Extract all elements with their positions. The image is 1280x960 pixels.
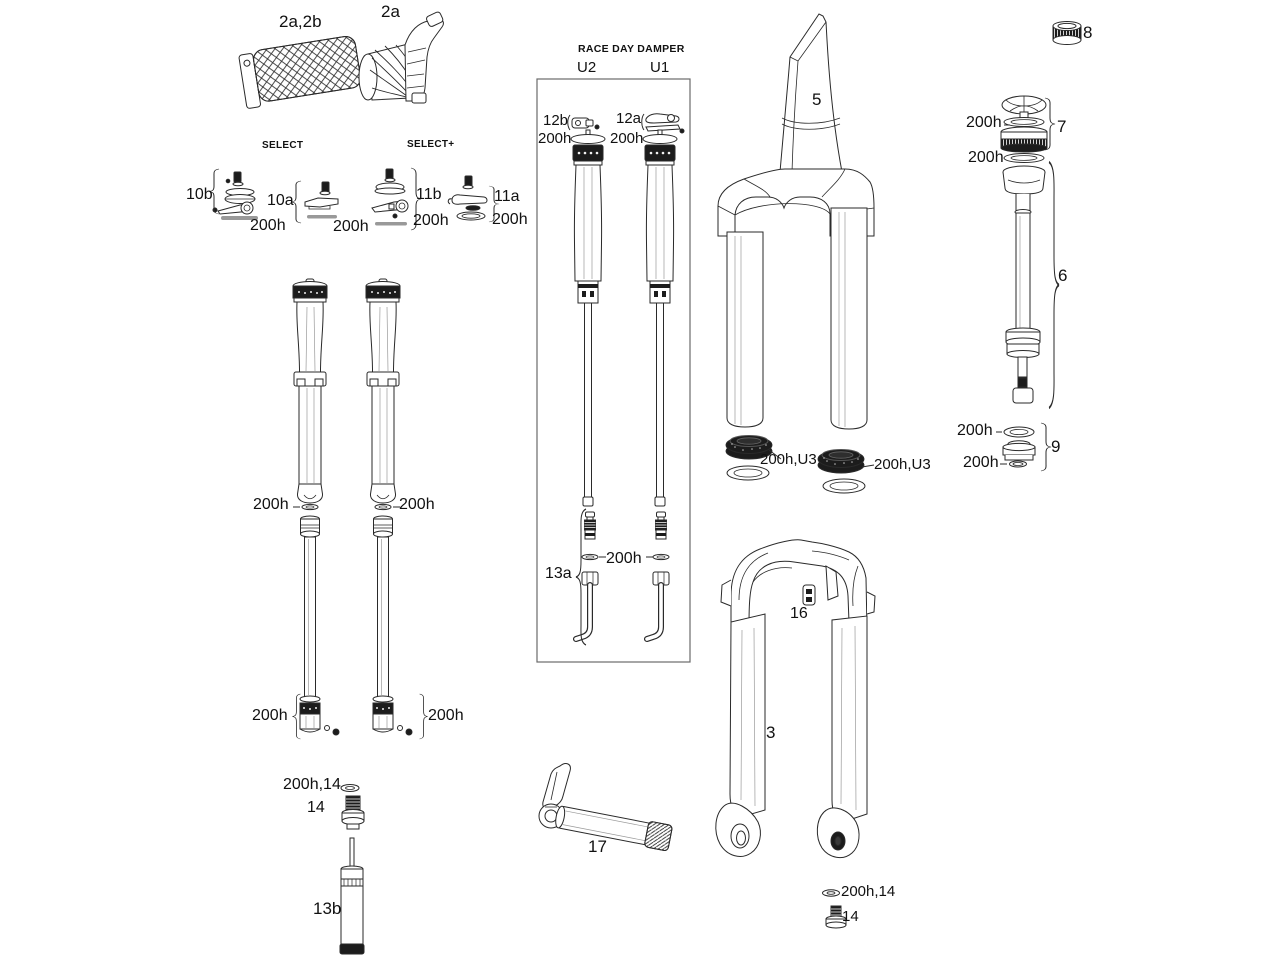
label-12b-service: 200h	[538, 130, 572, 147]
label-13a: 13a	[545, 565, 572, 582]
label-bolt-14-right: 14	[842, 908, 859, 925]
grip-2a2b-illustration	[238, 36, 362, 109]
air-shaft-6-illustration	[1002, 153, 1046, 404]
label-bolt-14-left: 14	[307, 799, 325, 816]
label-12a-service: 200h	[610, 130, 644, 147]
label-crush-washer-left: 200h,14	[283, 776, 341, 793]
column-header-u1: U1	[650, 59, 670, 76]
csu-illustration	[717, 13, 875, 430]
air-top-assembly-7-illustration	[1000, 95, 1048, 153]
label-crush-washer-right: 200h,14	[841, 883, 896, 900]
label-9-service-top: 200h	[957, 422, 993, 439]
group-brackets	[208, 97, 1061, 740]
remote-11a-illustration	[447, 175, 488, 221]
label-spring-left-mid-service: 200h	[253, 496, 289, 513]
label-top-cap-8: 8	[1083, 23, 1093, 42]
label-12b: 12b	[543, 112, 569, 129]
select-plus-header: SELECT+	[407, 139, 455, 150]
label-9-service-bottom: 200h	[963, 454, 999, 471]
damper-u2-illustration	[570, 117, 606, 639]
label-6: 6	[1058, 266, 1068, 285]
label-13a-service: 200h	[606, 550, 642, 567]
label-axle-17: 17	[588, 837, 607, 856]
label-7-service-bottom: 200h	[968, 149, 1004, 166]
label-dust-seal-left: 200h,U3	[760, 451, 817, 468]
crush-washer-left-illustration	[340, 784, 360, 792]
remote-11b-illustration	[371, 168, 409, 226]
label-spring-left-bottom-service: 200h	[252, 707, 288, 724]
select-header: SELECT	[262, 140, 304, 151]
twistloc-shifter-2a-illustration	[358, 11, 444, 104]
crush-washer-right-illustration	[822, 889, 840, 897]
label-10a-service: 200h	[333, 218, 369, 235]
axle-17-illustration	[538, 763, 673, 851]
label-7: 7	[1057, 117, 1067, 136]
label-7-service-top: 200h	[966, 114, 1002, 131]
label-10a: 10a	[267, 192, 294, 209]
dust-seal-right-illustration	[817, 449, 875, 494]
label-12a: 12a	[616, 110, 642, 127]
label-twist-shifter: 2a	[381, 2, 400, 21]
label-16: 16	[790, 605, 808, 622]
spring-leg-left-illustration	[292, 278, 340, 736]
label-10b-service: 200h	[250, 217, 286, 234]
lowers-illustration	[715, 539, 876, 859]
seal-kit-9-illustration	[1002, 426, 1036, 468]
label-grip-pair: 2a,2b	[279, 12, 322, 31]
label-spring-right-bottom-service: 200h	[428, 707, 464, 724]
damper-u1-illustration	[642, 113, 685, 639]
dust-seal-left-illustration	[725, 435, 782, 481]
race-day-damper-box	[536, 78, 691, 663]
label-lowers-3: 3	[766, 723, 776, 742]
race-day-damper-title: RACE DAY DAMPER	[578, 43, 685, 55]
spring-leg-right-illustration	[365, 278, 413, 736]
label-13b: 13b	[313, 899, 342, 918]
label-11a-service: 200h	[492, 211, 528, 228]
label-11a: 11a	[494, 188, 520, 205]
leader-9-200h	[996, 431, 1007, 465]
label-spring-right-mid-service: 200h	[399, 496, 435, 513]
label-dust-seal-right: 200h,U3	[874, 456, 931, 473]
label-csu-5: 5	[812, 90, 822, 109]
label-11b: 11b	[416, 186, 442, 203]
top-cap-8-illustration	[1052, 21, 1082, 45]
damper-body-13b-illustration	[339, 837, 365, 955]
label-9: 9	[1051, 437, 1061, 456]
label-10b: 10b	[186, 186, 213, 203]
bolt-14-left-illustration	[341, 795, 365, 830]
arch-part-16-illustration	[802, 584, 816, 606]
remote-10a-illustration	[304, 181, 339, 219]
remote-10b-illustration	[212, 171, 258, 220]
bolt-14-right-illustration	[825, 905, 847, 929]
column-header-u2: U2	[577, 59, 597, 76]
label-11b-service: 200h	[413, 212, 449, 229]
